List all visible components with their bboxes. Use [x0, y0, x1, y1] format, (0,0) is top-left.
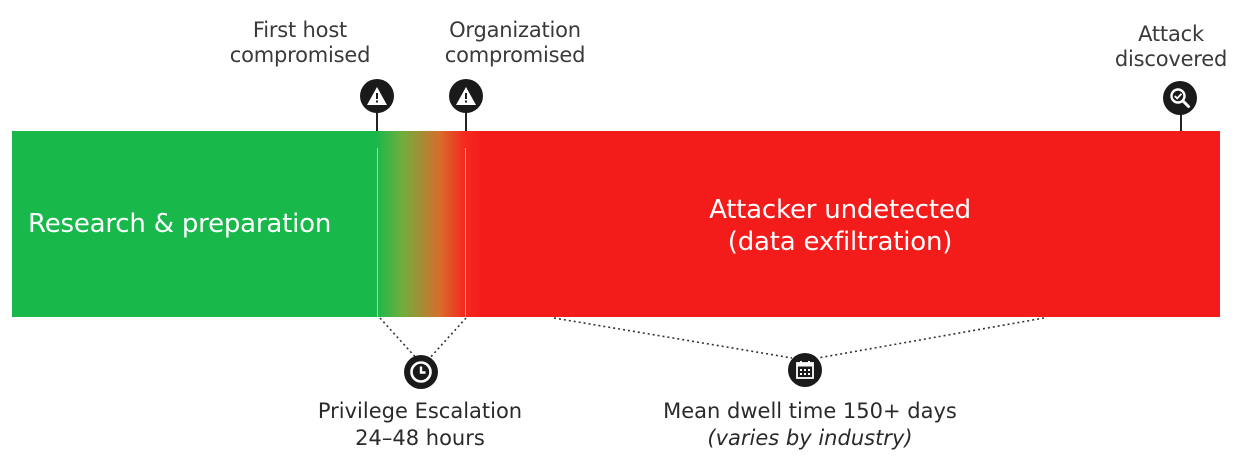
warning-icon: [449, 79, 483, 113]
dwell-time-label: Mean dwell time 150+ days (varies by ind…: [620, 398, 1000, 452]
segment-research-label: Research & preparation: [28, 209, 332, 239]
first-host-stem: [376, 112, 378, 136]
phase-divider: [377, 148, 378, 318]
clock-icon: [404, 355, 438, 389]
privilege-escalation-duration: 24–48 hours: [355, 426, 485, 450]
search-check-icon: [1163, 81, 1197, 115]
event-first-host-label: First host compromised: [229, 18, 371, 67]
discovered-stem: [1180, 114, 1182, 136]
event-organization-label: Organization compromised: [444, 18, 586, 67]
privilege-escalation-label: Privilege Escalation 24–48 hours: [290, 398, 550, 452]
warning-icon: [360, 79, 394, 113]
organization-stem: [465, 112, 467, 136]
phase-divider: [465, 148, 466, 318]
calendar-icon: [788, 353, 822, 387]
dwell-time-note: (varies by industry): [707, 426, 913, 450]
dwell-time-title: Mean dwell time 150+ days: [663, 399, 957, 423]
segment-undetected-label: Attacker undetected (data exfiltration): [709, 195, 971, 257]
event-discovered-label: Attack discovered: [1114, 22, 1228, 71]
timeline-bar: [12, 131, 1220, 317]
privilege-escalation-title: Privilege Escalation: [317, 399, 523, 423]
